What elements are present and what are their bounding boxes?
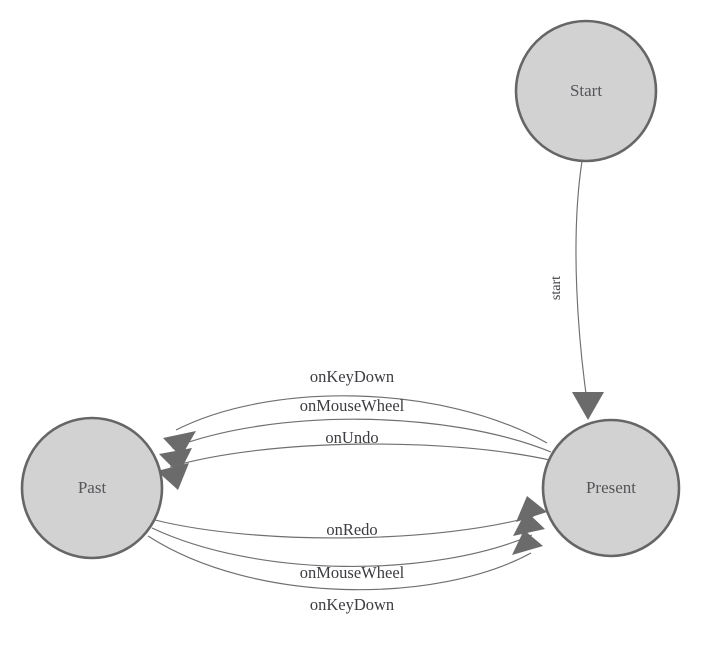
state-circle-past[interactable] bbox=[20, 416, 164, 560]
state-label-past: Past bbox=[78, 478, 107, 497]
edge-present-to-past-onundo[interactable] bbox=[157, 443, 555, 490]
edge-line-past-to-present-onkeydown bbox=[147, 535, 532, 591]
arrowhead-past-to-present-onmousewheel bbox=[513, 511, 545, 536]
edge-label-past-to-present-onmousewheel: onMouseWheel bbox=[300, 563, 405, 582]
edge-past-to-present-onkeydown[interactable] bbox=[147, 530, 543, 591]
edge-label-past-to-present-onkeydown: onKeyDown bbox=[310, 595, 394, 614]
edge-label-present-to-past-onmousewheel: onMouseWheel bbox=[300, 396, 405, 415]
edge-present-to-past-onmousewheel[interactable] bbox=[159, 418, 552, 474]
arrowhead-past-to-present-onkeydown bbox=[512, 530, 543, 555]
edge-line-present-to-past-onundo bbox=[169, 443, 555, 468]
state-node-start[interactable]: Start bbox=[514, 19, 658, 163]
state-node-past[interactable]: Past bbox=[20, 416, 164, 560]
edge-past-to-present-onmousewheel[interactable] bbox=[151, 511, 545, 567]
arrowhead-present-to-past-onmousewheel bbox=[159, 448, 192, 474]
edge-line-past-to-present-onredo bbox=[154, 515, 535, 539]
edge-start-to-present[interactable] bbox=[572, 160, 604, 420]
edge-line-present-to-past-onmousewheel bbox=[171, 418, 552, 453]
edge-line-present-to-past-onkeydown bbox=[175, 395, 548, 444]
state-circle-present[interactable] bbox=[541, 418, 681, 558]
edge-label-present-to-past-onundo: onUndo bbox=[325, 428, 378, 447]
arrowhead-present-to-past-onkeydown bbox=[163, 431, 196, 457]
edge-line-start-to-present bbox=[575, 160, 589, 409]
edge-present-to-past-onkeydown[interactable] bbox=[163, 395, 548, 457]
edge-label-present-to-past-onkeydown: onKeyDown bbox=[310, 367, 394, 386]
edge-labels-layer: start onKeyDown onMouseWheel onUndo onRedo on… bbox=[300, 276, 564, 614]
edge-label-start-to-present: start bbox=[549, 276, 564, 300]
state-label-present: Present bbox=[586, 478, 636, 497]
edge-line-past-to-present-onmousewheel bbox=[151, 527, 533, 567]
edge-label-past-to-present-onredo: onRedo bbox=[326, 520, 377, 539]
state-label-start: Start bbox=[570, 81, 602, 100]
edges-layer bbox=[147, 160, 604, 591]
state-node-present[interactable]: Present bbox=[541, 418, 681, 558]
arrowhead-present-to-past-onundo bbox=[157, 463, 189, 490]
arrowhead-start-to-present bbox=[572, 392, 604, 420]
state-circle-start[interactable] bbox=[514, 19, 658, 163]
